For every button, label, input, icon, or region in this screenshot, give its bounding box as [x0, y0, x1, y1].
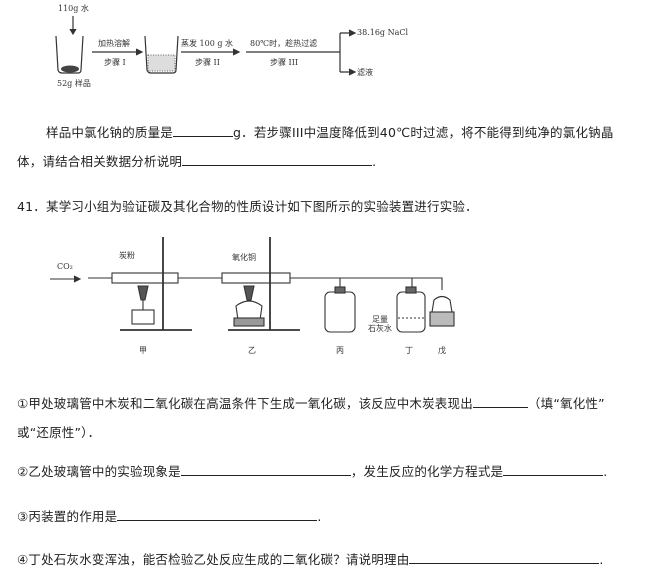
step1-action: 加热溶解 — [98, 39, 130, 48]
q40-line2: 体，请结合相关数据分析说明. — [17, 151, 376, 170]
sub2-text-b: ，发生反应的化学方程式是 — [350, 464, 504, 479]
carbon-label: 炭粉 — [119, 251, 135, 260]
q40-line1: 样品中氯化钠的质量是 g．若步骤III中温度降低到40℃时过滤，将不能得到纯净的氯… — [46, 122, 614, 141]
answer-blank-2a[interactable] — [180, 463, 351, 476]
limewater-label-1: 足量 — [372, 315, 388, 324]
sub1-hint: （填“氧化性” — [527, 396, 605, 411]
alcohol-lamp-yi — [235, 300, 263, 321]
q41-sub3: ③丙装置的作用是. — [17, 506, 322, 525]
answer-blank-2b[interactable] — [503, 463, 604, 476]
period: . — [603, 464, 608, 479]
burner — [131, 309, 155, 325]
label-bing: 丙 — [336, 346, 344, 355]
answer-blank-3[interactable] — [117, 508, 318, 521]
product-label: 38.16g NaCl — [357, 28, 409, 37]
stand-1 — [120, 237, 192, 331]
period: . — [599, 552, 604, 567]
answer-blank-mass[interactable] — [173, 124, 234, 137]
sub1-text: ①甲处玻璃管中木炭和二氧化碳在高温条件下生成一氧化碳，该反应中木炭表现出 — [17, 396, 473, 411]
q41-title: 41．某学习小组为验证碳及其化合物的性质设计如下图所示的实验装置进行实验． — [17, 199, 478, 214]
answer-blank-1[interactable] — [472, 395, 528, 408]
step3-label: 步骤 III — [270, 58, 299, 67]
limewater-label-2: 石灰水 — [368, 324, 392, 333]
q40-text-c: 体，请结合相关数据分析说明 — [17, 154, 183, 169]
salt-purification-diagram — [55, 16, 357, 76]
sample-label: 52g 样品 — [57, 79, 91, 88]
stand-2 — [228, 237, 300, 331]
sub3-text: ③丙装置的作用是 — [17, 509, 118, 524]
q41-sub2: ②乙处玻璃管中的实验现象是 ，发生反应的化学方程式是. — [17, 461, 607, 480]
answer-blank-explain[interactable] — [182, 153, 373, 166]
step2-action: 蒸发 100 g 水 — [181, 39, 234, 48]
step2-label: 步骤 II — [195, 58, 220, 67]
co2-label: CO₂ — [57, 262, 73, 271]
bottle-ding — [396, 291, 426, 333]
q40-text-b: g．若步骤III中温度降低到40℃时过滤，将不能得到纯净的氯化钠晶 — [233, 125, 614, 140]
beaker-1 — [55, 35, 84, 74]
answer-blank-4[interactable] — [409, 551, 600, 564]
q41-sub1: ①甲处玻璃管中木炭和二氧化碳在高温条件下生成一氧化碳，该反应中木炭表现出 （填“氧… — [17, 393, 605, 412]
bottle-bing — [324, 291, 356, 333]
step3-action: 80℃时，趁热过滤 — [250, 39, 318, 48]
period: . — [317, 509, 322, 524]
water-label: 110g 水 — [58, 4, 89, 13]
sub2-text-a: ②乙处玻璃管中的实验现象是 — [17, 464, 181, 479]
label-wu: 戊 — [438, 346, 446, 355]
alcohol-lamp-wu — [431, 295, 453, 313]
carbon-experiment-apparatus — [50, 237, 455, 333]
label-yi: 乙 — [248, 346, 256, 355]
q40-text-a: 样品中氯化钠的质量是 — [46, 125, 174, 140]
q41-sub1-cont: 或“还原性”）． — [17, 425, 101, 440]
label-ding: 丁 — [405, 346, 413, 355]
beaker-2 — [144, 35, 179, 74]
label-jia: 甲 — [139, 346, 147, 355]
sub4-text: ④丁处石灰水变浑浊，能否检验乙处反应生成的二氧化碳？请说明理由 — [17, 552, 410, 567]
filtrate-label: 滤液 — [357, 68, 373, 77]
tube-jia — [111, 272, 179, 284]
q41-sub4: ④丁处石灰水变浑浊，能否检验乙处反应生成的二氧化碳？请说明理由. — [17, 549, 604, 568]
copper-oxide-label: 氧化铜 — [232, 253, 256, 262]
step1-label: 步骤 I — [104, 58, 126, 67]
period: . — [372, 154, 377, 169]
tube-yi — [221, 272, 291, 284]
